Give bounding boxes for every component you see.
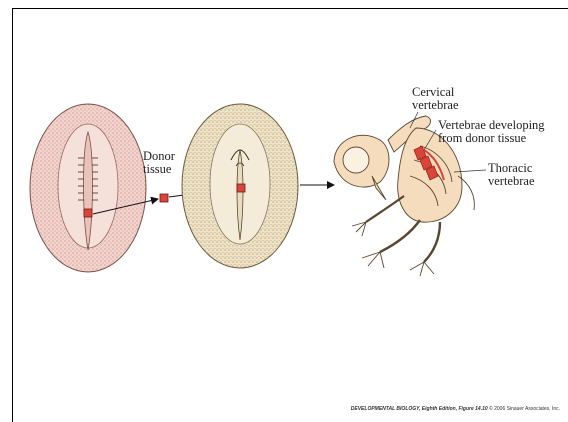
donor-tissue-block xyxy=(160,194,168,202)
thoracic-label-line2: vertebrae xyxy=(488,175,535,188)
donor-label-line2: tissue xyxy=(143,163,175,176)
developing-label-line2: from donor tissue xyxy=(438,132,545,145)
host-embryo xyxy=(182,104,298,268)
caption-credit: © 2006 Sinauer Associates, Inc. xyxy=(489,406,560,412)
grafted-tissue-block xyxy=(237,184,245,192)
donor-tissue-label: Donor tissue xyxy=(143,150,175,176)
figure-caption: DEVELOPMENTAL BIOLOGY, Eighth Edition, F… xyxy=(351,406,560,412)
cervical-vertebrae-label: Cervical vertebrae xyxy=(412,86,459,112)
caption-title: DEVELOPMENTAL BIOLOGY, Eighth Edition, F… xyxy=(351,406,488,412)
thoracic-vertebrae-label: Thoracic vertebrae xyxy=(488,162,535,188)
donor-embryo xyxy=(30,104,146,272)
developing-vertebrae-label: Vertebrae developing from donor tissue xyxy=(438,119,545,145)
cervical-label-line2: vertebrae xyxy=(412,99,459,112)
excised-tissue-block xyxy=(84,209,92,217)
